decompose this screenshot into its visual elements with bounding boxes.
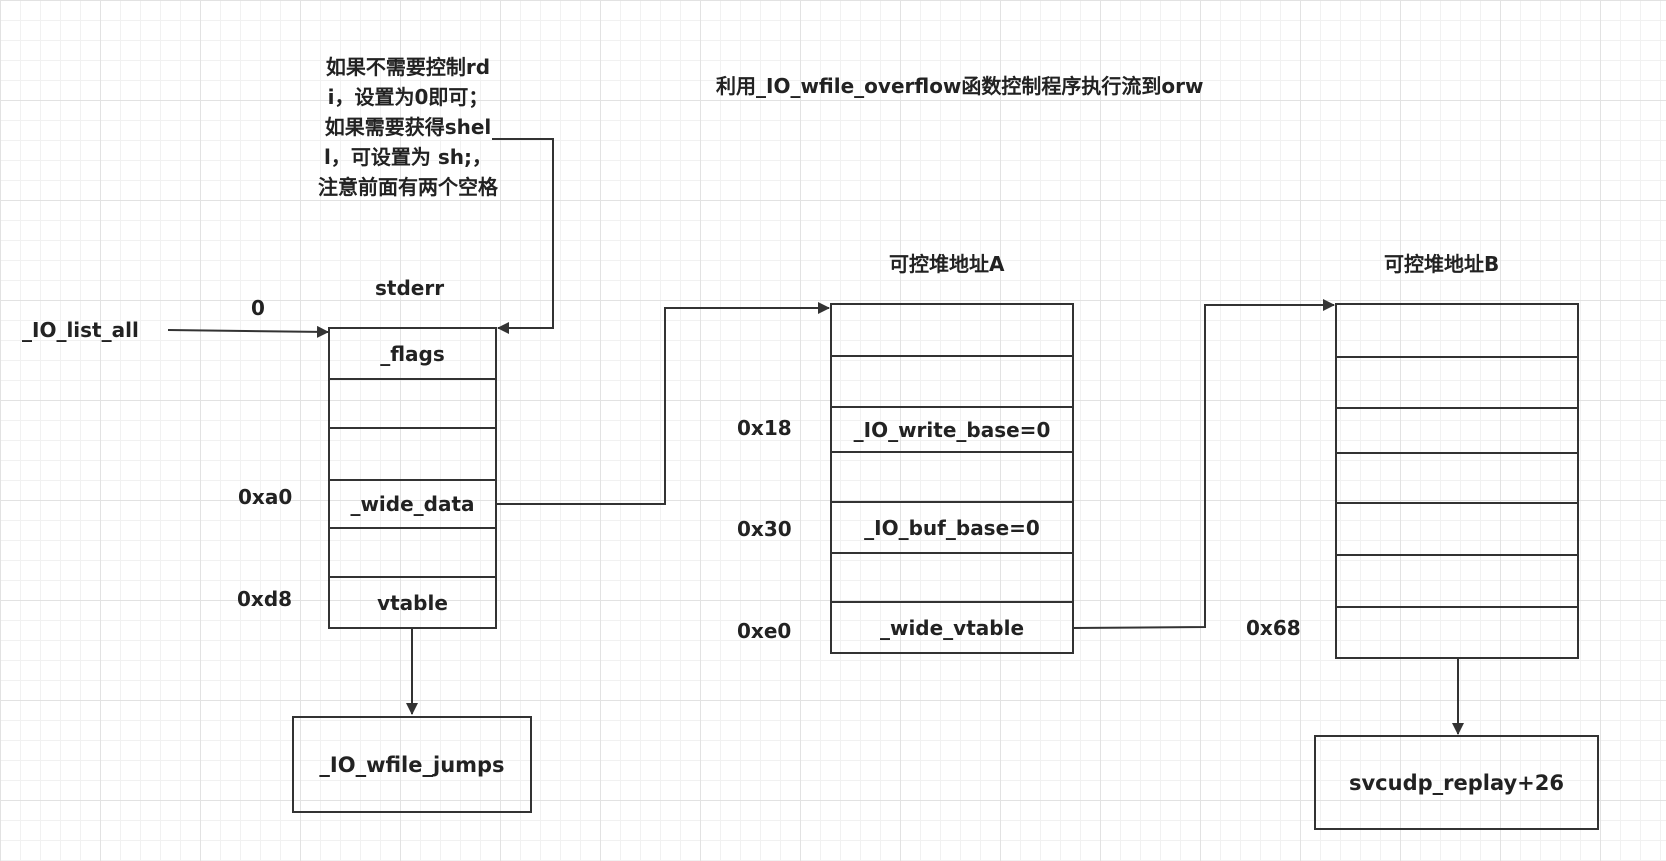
stderr-empty-cell xyxy=(330,529,495,578)
stderr-vtable-cell: vtable xyxy=(377,590,448,615)
offset-buf-base: 0x30 xyxy=(737,517,792,541)
heap-a-write-base-cell: _IO_write_base=0 xyxy=(832,408,1072,453)
heap-a-empty-cell xyxy=(832,453,1072,503)
stderr-title: stderr xyxy=(375,276,445,300)
heap-b-struct xyxy=(1335,303,1579,659)
note-arrow xyxy=(492,138,554,334)
stderr-struct: _flags _wide_data vtable xyxy=(328,327,497,629)
heap-a-title: 可控堆地址A xyxy=(889,252,1005,276)
heap-b-empty-cell xyxy=(1337,504,1577,556)
svcudp-replay-box: svcudp_replay+26 xyxy=(1314,735,1599,830)
heap-a-empty-cell xyxy=(832,357,1072,408)
heap-b-empty-cell xyxy=(1337,409,1577,454)
io-list-all-label: _IO_list_all xyxy=(22,318,139,342)
heap-a-wide-vtable-cell: _wide_vtable xyxy=(879,615,1025,640)
heap-b-empty-cell xyxy=(1337,305,1577,358)
heap-b-title: 可控堆地址B xyxy=(1384,252,1500,276)
heap-b-empty-cell xyxy=(1337,358,1577,409)
heap-b-empty-cell xyxy=(1337,608,1577,657)
wide-data-arrow xyxy=(496,302,830,505)
heap-a-empty-cell xyxy=(832,305,1072,357)
stderr-wide-data-cell: _wide_data xyxy=(330,481,495,529)
heap-b-empty-cell xyxy=(1337,454,1577,504)
offset-write-base: 0x18 xyxy=(737,416,792,440)
heap-a-buf-base-cell: _IO_buf_base=0 xyxy=(832,503,1072,554)
rdi-note: 如果不需要控制rdi，设置为0即可；如果需要获得shell，可设置为 sh;，注… xyxy=(318,55,498,199)
stderr-flags-cell: _flags xyxy=(330,329,495,380)
offset-vtable: 0xd8 xyxy=(237,587,293,611)
io-wfile-jumps-box: _IO_wfile_jumps xyxy=(292,716,532,813)
io-list-all-value: 0 xyxy=(251,296,265,320)
offset-wide-data: 0xa0 xyxy=(238,485,293,509)
diagram-title: 利用_IO_wfile_overflow函数控制程序执行流到orw xyxy=(716,74,1204,98)
offset-heap-b-entry: 0x68 xyxy=(1246,616,1301,640)
heap-b-empty-cell xyxy=(1337,556,1577,608)
heap-a-empty-cell xyxy=(832,554,1072,603)
heap-a-struct: _IO_write_base=0 _IO_buf_base=0 _wide_vt… xyxy=(830,303,1074,654)
stderr-empty-cell xyxy=(330,429,495,481)
stderr-empty-cell xyxy=(330,380,495,429)
offset-wide-vtable: 0xe0 xyxy=(737,619,792,643)
list-all-arrow xyxy=(167,325,329,338)
wide-vtable-arrow xyxy=(1072,299,1335,629)
